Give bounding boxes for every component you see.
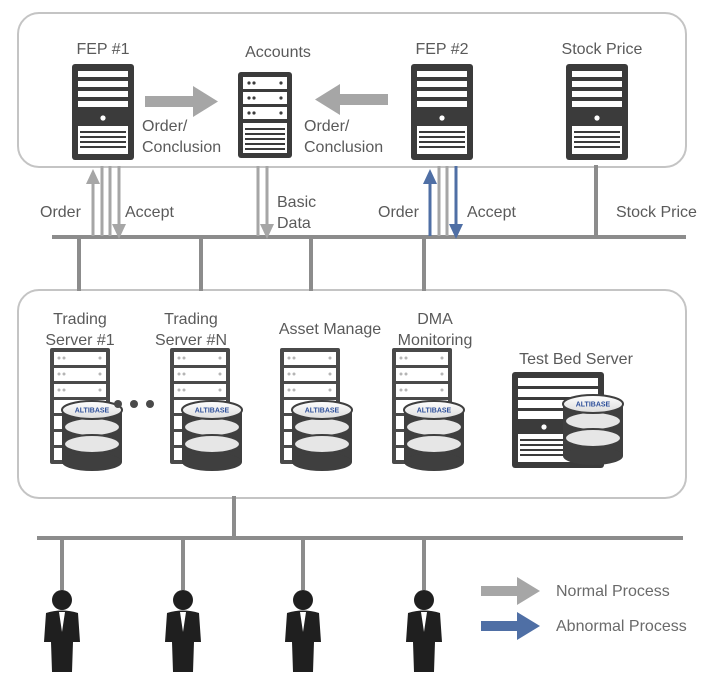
asset-manage-db-icon: ALTIBASE (291, 400, 353, 471)
user-icon (285, 590, 321, 672)
legend-abnormal-label: Abnormal Process (556, 618, 687, 635)
order-conclusion-right-line2: Conclusion (304, 139, 384, 156)
fep1-server-icon (72, 64, 134, 160)
lower-bus (37, 536, 683, 540)
stock-price-server-icon (566, 64, 628, 160)
accept-left-label: Accept (125, 204, 174, 221)
trading-server-1-label-line1: Trading (53, 311, 107, 328)
basic-data-label-line1: Basic (277, 194, 317, 211)
order-conclusion-left-line1: Order/ (142, 118, 188, 135)
stock-price-link-label: Stock Price (616, 204, 697, 221)
legend-normal-arrow (481, 577, 540, 605)
fep2-to-accounts-arrow (315, 84, 388, 115)
stock-price-label: Stock Price (561, 41, 643, 58)
user-icon (406, 590, 442, 672)
legend-abnormal-arrow (481, 612, 540, 640)
order-conclusion-left-line2: Conclusion (142, 139, 222, 156)
trading-server-n-label-line1: Trading (164, 311, 218, 328)
dma-monitoring-db-icon: ALTIBASE (403, 400, 465, 471)
user-icon (44, 590, 80, 672)
lower-bus-drops (60, 538, 426, 590)
fep2-order-arrow (423, 169, 437, 236)
database-icons: ALTIBASE ALTIBASE ALTIBASE ALTIBASE ALTIBASE (61, 394, 624, 471)
trading-server-1-db-icon: ALTIBASE (61, 400, 123, 471)
basic-data-arrow (260, 166, 274, 239)
accounts-server-icon (238, 72, 292, 158)
trading-server-n-label-line2: Server #N (154, 332, 228, 349)
dma-monitoring-label-line2: Monitoring (397, 332, 473, 349)
trading-server-1-label-line2: Server #1 (45, 332, 115, 349)
altibase-badge: ALTIBASE (305, 408, 340, 415)
upper-bus (52, 235, 686, 239)
accounts-label: Accounts (245, 44, 311, 61)
fep1-accept-arrow (112, 166, 126, 239)
altibase-badge: ALTIBASE (195, 408, 230, 415)
order-left-label: Order (40, 204, 81, 221)
basic-data-label-line2: Data (277, 215, 311, 232)
accept-right-label: Accept (467, 204, 516, 221)
legend-normal-label: Normal Process (556, 583, 670, 600)
trading-server-n-db-icon: ALTIBASE (181, 400, 243, 471)
altibase-badge: ALTIBASE (417, 408, 452, 415)
fep2-server-icon (411, 64, 473, 160)
test-bed-db-icon: ALTIBASE (562, 394, 624, 465)
fep1-to-accounts-arrow (145, 86, 218, 117)
user-icons (44, 590, 442, 672)
upper-bus-drops (77, 237, 426, 291)
fep2-accept-arrow (449, 166, 463, 239)
fep1-order-arrow (86, 169, 100, 236)
dma-monitoring-label-line1: DMA (417, 311, 453, 328)
altibase-badge: ALTIBASE (75, 408, 110, 415)
ellipsis-dots (114, 400, 154, 408)
altibase-badge: ALTIBASE (576, 402, 611, 409)
test-bed-server-label: Test Bed Server (519, 351, 633, 368)
fep1-label: FEP #1 (76, 41, 130, 58)
fep2-label: FEP #2 (415, 41, 469, 58)
user-icon (165, 590, 201, 672)
asset-manage-label: Asset Manage (278, 321, 382, 338)
order-right-label: Order (378, 204, 419, 221)
order-conclusion-right-line1: Order/ (304, 118, 350, 135)
